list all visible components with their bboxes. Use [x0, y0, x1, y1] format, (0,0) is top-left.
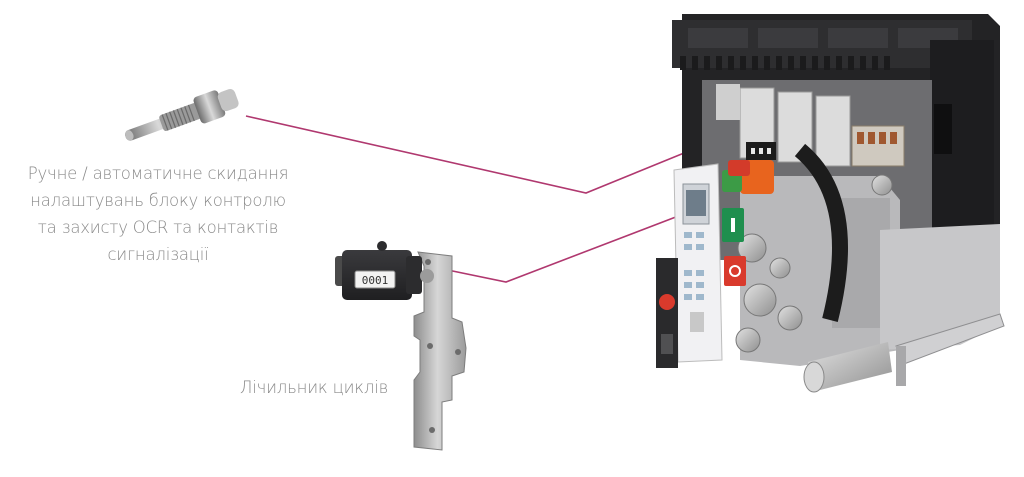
threaded-reset-pin-icon	[125, 88, 239, 141]
counter-callout-caption: Лічильник циклів	[240, 378, 389, 397]
leader-line-reset	[245, 115, 717, 194]
reset-caption-line-2: налаштувань блоку контролю	[30, 191, 286, 210]
counter-digits: 0001	[362, 274, 389, 287]
reset-caption-line-3: та захисту OCR та контактів	[37, 218, 279, 237]
leader-line-counter	[437, 191, 742, 283]
reset-caption-line-1: Ручне / автоматичне скидання	[27, 164, 289, 183]
mechanical-counter-icon: 0001	[335, 241, 467, 451]
air-circuit-breaker-illustration	[656, 14, 1005, 393]
reset-caption-line-4: сигналізації	[107, 245, 209, 264]
leader-lines	[245, 115, 742, 283]
reset-callout-caption: Ручне / автоматичне скидання налаштувань…	[18, 160, 298, 268]
